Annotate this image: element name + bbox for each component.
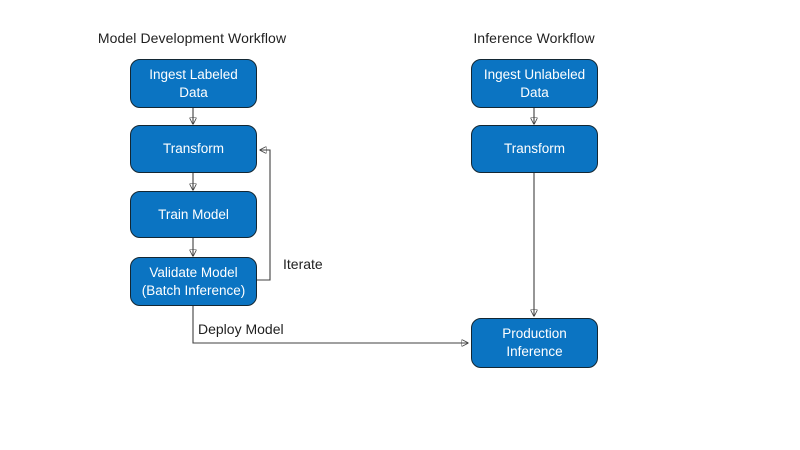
node-ingest-labeled-data: Ingest Labeled Data <box>130 59 257 108</box>
inference-workflow-title: Inference Workflow <box>473 30 595 46</box>
node-transform-dev: Transform <box>130 125 257 173</box>
node-validate-model: Validate Model (Batch Inference) <box>130 257 257 306</box>
node-ingest-unlabeled-data: Ingest Unlabeled Data <box>471 59 598 108</box>
node-production-inference: Production Inference <box>471 318 598 368</box>
node-train-model: Train Model <box>130 191 257 238</box>
deploy-model-edge-label: Deploy Model <box>198 321 284 337</box>
node-transform-inference: Transform <box>471 125 598 173</box>
model-development-workflow-title: Model Development Workflow <box>97 30 287 46</box>
iterate-edge-label: Iterate <box>283 256 323 272</box>
connector-iterate-loop <box>257 150 271 281</box>
